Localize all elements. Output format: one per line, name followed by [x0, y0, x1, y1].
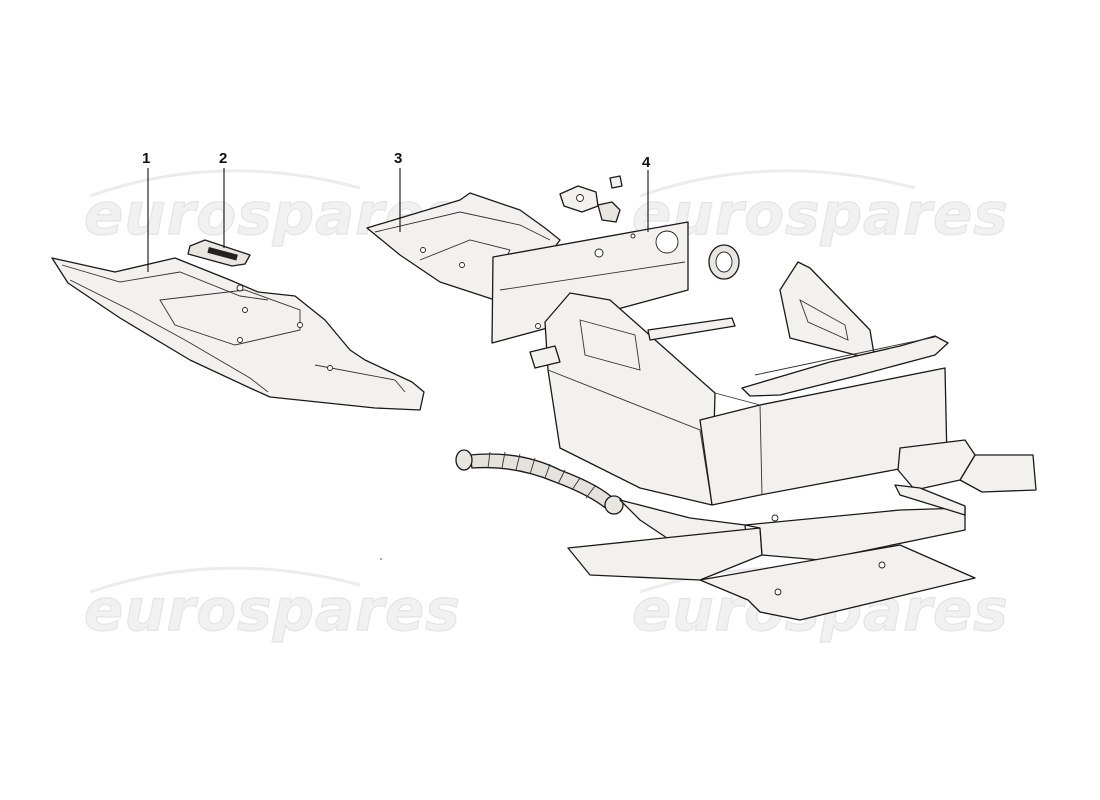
callout-4: 4 — [642, 154, 651, 171]
callout-numbers: 1 2 3 4 — [142, 150, 651, 171]
part-2-pad — [187, 239, 251, 267]
part-4-bulkhead — [491, 221, 689, 344]
clip — [597, 201, 621, 223]
part-1-floor-panel — [51, 257, 425, 411]
callout-leaders — [147, 168, 649, 272]
callout-2: 2 — [219, 150, 227, 167]
watermark-swoosh — [89, 566, 361, 594]
stray-dot — [380, 558, 382, 560]
bolt — [609, 175, 623, 189]
hardware-small-parts — [559, 175, 740, 280]
watermark-swoosh — [639, 169, 916, 198]
callout-1: 1 — [142, 150, 150, 167]
watermark-swoosh — [89, 169, 361, 198]
callout-3: 3 — [394, 150, 402, 167]
watermark-bottom-left: eurospares — [84, 576, 461, 644]
chassis-structure — [529, 261, 949, 506]
watermark-top-left: eurospares — [84, 180, 461, 248]
watermark-top-right: eurospares — [632, 180, 1009, 248]
floor-tray-panels — [567, 484, 976, 621]
watermarks: eurospares eurospares eurospares eurospa… — [83, 169, 1009, 645]
